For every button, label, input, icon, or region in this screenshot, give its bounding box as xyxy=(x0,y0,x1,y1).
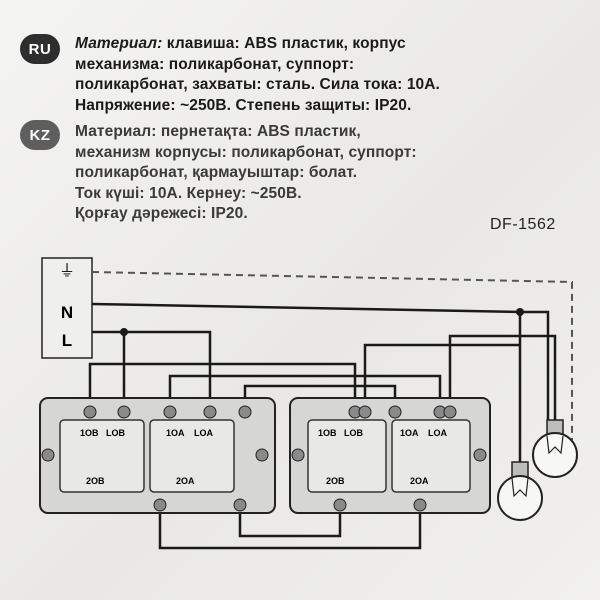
switch-mechanism-right-2 xyxy=(391,419,471,493)
lamp-globe xyxy=(532,432,578,478)
terminal-screw xyxy=(333,498,347,512)
terminal-screw xyxy=(117,405,131,419)
terminal-label-loa: LOA xyxy=(428,428,447,438)
kz-specification-text: Материал: пернетақта: ABS пластик, механ… xyxy=(75,122,575,225)
terminal-label-2oa: 2OA xyxy=(410,476,429,486)
neutral-label: N xyxy=(61,303,73,322)
terminal-screw xyxy=(83,405,97,419)
mount-screw-left xyxy=(41,448,55,462)
terminal-label-1oa: 1OA xyxy=(166,428,185,438)
terminal-label-loa: LOA xyxy=(194,428,213,438)
terminal-screw xyxy=(413,498,427,512)
traveller-wire-2 xyxy=(168,374,442,410)
light-bulb-icon xyxy=(497,461,543,521)
switch-mechanism-left-2 xyxy=(149,419,235,493)
kz-line-1: Материал: пернетақта: ABS пластик, xyxy=(75,123,361,140)
live-wire-branch xyxy=(124,330,212,410)
ru-line-2: механизма: поликарбонат, суппорт: xyxy=(75,55,355,73)
switch-block-left: 1OB LOB 1OA LOA 2OB 2OA xyxy=(39,397,276,514)
switched-live-wire xyxy=(363,343,520,410)
switched-live-wire-2 xyxy=(448,334,557,420)
terminal-screw xyxy=(163,405,177,419)
kz-line-4: Ток күші: 10А. Кернеу: ~250В. xyxy=(75,184,302,202)
terminal-screw xyxy=(358,405,372,419)
terminal-label-2oa: 2OA xyxy=(176,476,195,486)
live-label: L xyxy=(62,331,72,350)
terminal-screw xyxy=(388,405,402,419)
ground-symbol: ⏚ xyxy=(59,261,75,280)
switch-mechanism-left-1 xyxy=(59,419,145,493)
terminal-screw xyxy=(203,405,217,419)
ru-line-3: поликарбонат, захваты: сталь. Сила тока:… xyxy=(75,76,440,93)
kz-line-5: Қорғау дәрежесі: IP20. xyxy=(75,205,248,222)
ru-specification-text: Материал: клавиша: ABS пластик, корпус м… xyxy=(75,34,575,116)
light-bulb-icon xyxy=(532,419,578,478)
lamp-filament xyxy=(511,477,529,498)
ru-language-badge: RU xyxy=(20,34,60,64)
model-number: DF-1562 xyxy=(490,216,556,233)
terminal-screw xyxy=(443,405,457,419)
lamp-globe xyxy=(497,475,543,521)
mount-screw-right xyxy=(255,448,269,462)
terminal-screw xyxy=(153,498,167,512)
terminal-label-2ob: 2OB xyxy=(326,476,345,486)
ru-line-1: клавиша: ABS пластик, корпус xyxy=(162,35,406,52)
kz-language-badge: KZ xyxy=(20,120,60,150)
supply-terminal-box xyxy=(41,257,93,359)
traveller-wire-5 xyxy=(238,510,342,538)
terminal-label-1oa: 1OA xyxy=(400,428,419,438)
lamp-filament xyxy=(546,435,564,455)
terminal-label-1ob: 1OB xyxy=(80,428,99,438)
mount-screw-left xyxy=(291,448,305,462)
terminal-label-1ob: 1OB xyxy=(318,428,337,438)
ground-wire xyxy=(91,271,573,440)
switch-mechanism-right-1 xyxy=(307,419,387,493)
neutral-wire-lamp-2 xyxy=(520,310,550,420)
terminal-screw xyxy=(238,405,252,419)
mount-screw-right xyxy=(473,448,487,462)
terminal-label-lob: LOB xyxy=(344,428,363,438)
ru-line-4: Напряжение: ~250В. Степень защиты: IP20. xyxy=(75,96,412,114)
traveller-wire-4 xyxy=(158,510,422,550)
switch-block-right: 1OB LOB 1OA LOA 2OB 2OA xyxy=(289,397,491,514)
kz-line-3: поликарбонат, қармауыштар: болат. xyxy=(75,164,358,181)
terminal-label-lob: LOB xyxy=(106,428,125,438)
ru-material-label: Материал: xyxy=(75,35,163,52)
terminal-label-2ob: 2OB xyxy=(86,476,105,486)
terminal-screw xyxy=(233,498,247,512)
kz-line-2: механизм корпусы: поликарбонат, суппорт: xyxy=(75,143,417,161)
